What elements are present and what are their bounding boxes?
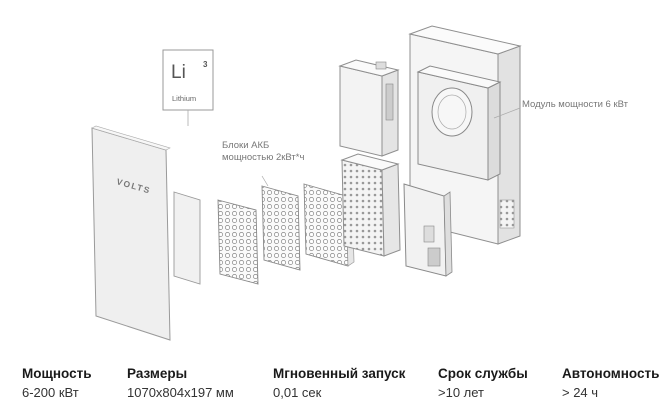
element-number: 3 <box>203 60 208 69</box>
spec-instant-start: Мгновенный запуск 0,01 сек <box>273 366 405 400</box>
lithium-element-badge: Li 3 Lithium <box>162 49 214 126</box>
upper-battery-module <box>338 59 400 157</box>
spec-service-life: Срок службы >10 лет <box>438 366 528 400</box>
spec-title: Мощность <box>22 366 92 381</box>
module-callout-line <box>493 107 521 119</box>
battery-callout-line <box>261 175 269 187</box>
lower-battery-module <box>340 153 401 257</box>
element-name: Lithium <box>172 94 196 103</box>
spec-value: >10 лет <box>438 385 485 400</box>
spec-value: 6-200 кВт <box>22 385 79 400</box>
front-cover-panel: VOLTS <box>91 125 171 341</box>
specs-row: Мощность 6-200 кВт Размеры 1070x804x197 … <box>0 366 665 414</box>
battery-callout-line-2: мощностью 2кВт*ч <box>222 152 305 163</box>
element-symbol: Li <box>171 62 186 83</box>
spec-autonomy: Автономность > 24 ч <box>562 366 659 400</box>
battery-blocks-callout: Блоки АКБ мощностью 2кВт*ч <box>222 140 342 164</box>
spec-value: 0,01 сек <box>273 385 322 400</box>
power-module <box>416 65 521 181</box>
power-module-callout: Модуль мощности 6 кВт <box>522 99 628 110</box>
battery-callout-line-1: Блоки АКБ <box>222 140 270 151</box>
spec-title: Срок службы <box>438 366 528 381</box>
spec-dimensions: Размеры 1070x804x197 мм <box>127 366 234 400</box>
breaker-door-panel <box>403 183 453 277</box>
battery-cell-grid-1 <box>217 199 259 285</box>
spec-title: Размеры <box>127 366 188 381</box>
spec-title: Автономность <box>562 366 660 381</box>
mounting-plate <box>173 191 201 285</box>
spec-title: Мгновенный запуск <box>273 366 406 381</box>
spec-power: Мощность 6-200 кВт <box>22 366 92 400</box>
spec-value: 1070x804x197 мм <box>127 385 234 400</box>
spec-value: > 24 ч <box>562 385 599 400</box>
battery-cell-grid-2 <box>261 185 301 271</box>
exploded-view-illustration: Li 3 Lithium VOLTS <box>91 25 522 341</box>
